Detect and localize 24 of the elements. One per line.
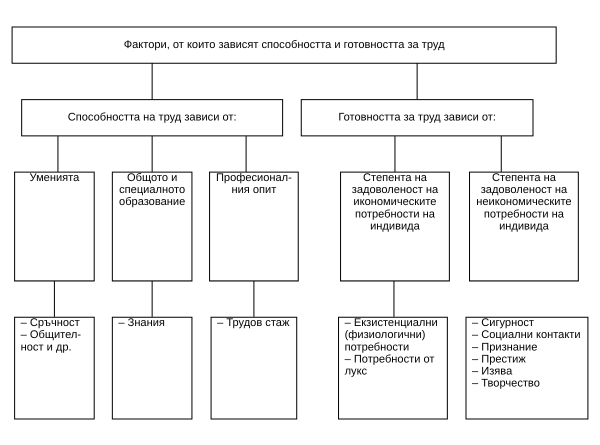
node-box: Готовността за труд зависи от:	[300, 98, 534, 136]
connector	[246, 136, 247, 172]
node-box: Степента на задоволеност на неикономическите потребности на индивида	[469, 171, 579, 281]
node-box: – Знания	[112, 316, 192, 419]
node-box: Общото и специалното образование	[112, 171, 192, 281]
connector	[152, 280, 153, 316]
connector	[152, 62, 153, 99]
connector	[416, 62, 418, 99]
node-box: – Сръчност – Общител- ност и др.	[14, 316, 95, 419]
node-box: Уменията	[14, 171, 95, 281]
node-box: Професионал- ния опит	[209, 171, 299, 281]
connector	[393, 280, 394, 316]
node-box: Степента на задоволеност на икономическите потребности на индивида	[340, 171, 450, 281]
connector	[253, 280, 254, 316]
connector	[57, 136, 58, 172]
connector	[394, 136, 396, 172]
connector	[54, 280, 55, 316]
node-box: – Трудов стаж	[210, 316, 298, 419]
node-box: Фактори, от които зависят способността и готовността за труд	[12, 26, 557, 64]
connector	[500, 136, 502, 172]
node-box: – Екзистенциални (физиологични) потребности – Потребности от лукс	[338, 316, 448, 419]
node-box: – Сигурност – Социални контакти – Признание – Престиж – Изява – Творчество	[466, 316, 588, 419]
node-box: Способността на труд зависи от:	[21, 98, 284, 136]
connector	[152, 136, 153, 172]
